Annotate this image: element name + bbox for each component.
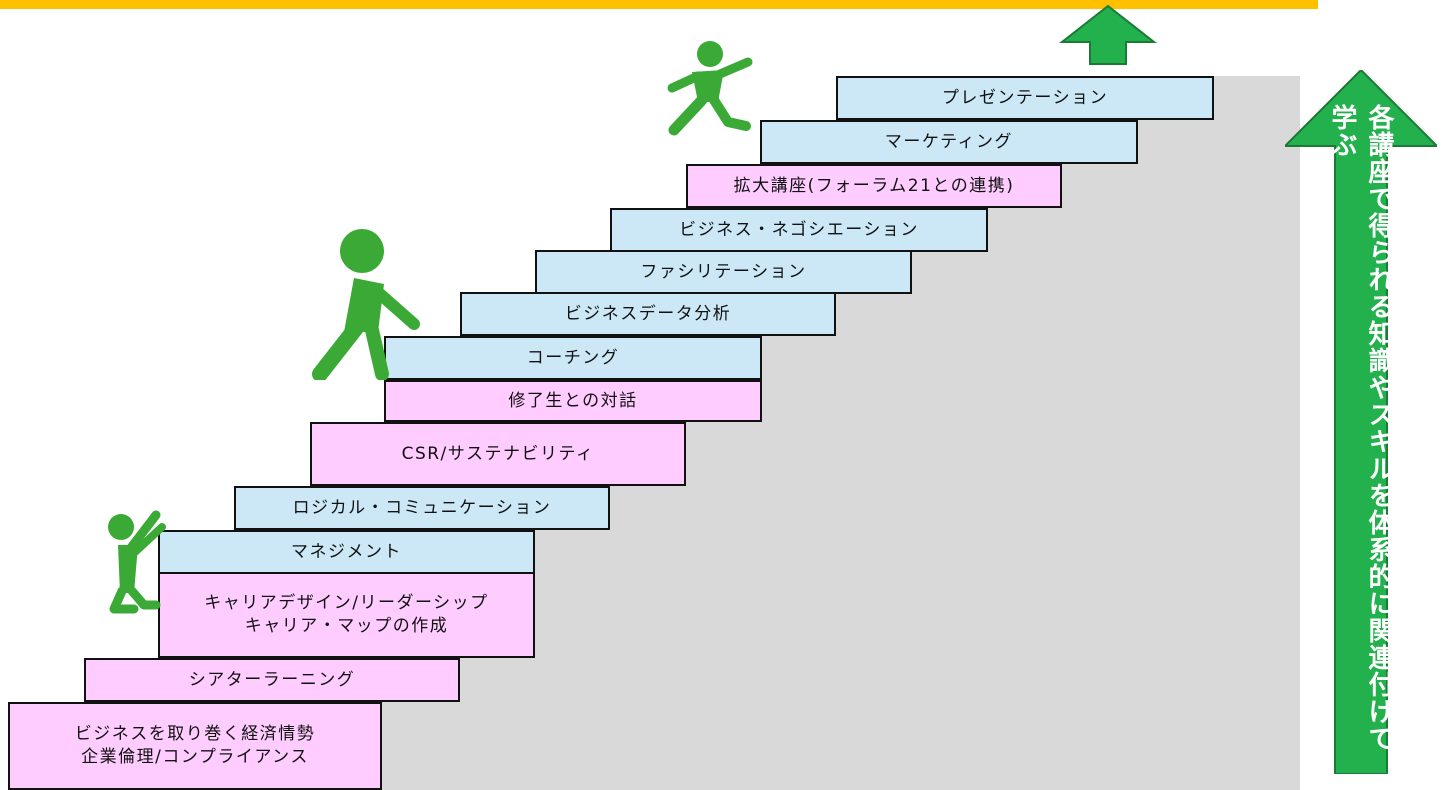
stair-step: ビジネスを取り巻く経済情勢企業倫理/コンプライアンス [8,702,382,790]
stair-step-label: ビジネスデータ分析 [564,303,732,324]
up-arrow-icon [1285,70,1437,774]
staircase-shadow [380,76,1300,790]
stair-step-label: マーケティング [884,131,1014,152]
stair-step-label: シアターラーニング [188,669,356,690]
stair-step: マネジメント [158,530,535,574]
top-accent-bar [0,0,1318,9]
stair-step: シアターラーニング [84,658,460,702]
stair-step-label: 企業倫理/コンプライアンス [81,747,309,767]
arrow-label: 各講座で得られる知識やスキルを体系的に関連付けて学ぶ [1327,104,1394,752]
stair-step-label: プレゼンテーション [941,87,1109,108]
walking-person-icon [312,229,420,380]
stair-step: ビジネス・ネゴシエーション [610,208,988,252]
stair-step-label: 拡大講座(フォーラム21との連携) [733,175,1015,196]
stair-step-label: ビジネスを取り巻く経済情勢 [74,724,316,745]
stair-step: 拡大講座(フォーラム21との連携) [686,164,1062,208]
stair-step: プレゼンテーション [836,76,1214,120]
running-person-icon [667,41,753,136]
climbing-person-icon [108,510,166,614]
stair-step-label: コーチング [526,347,620,368]
stair-step: CSR/サステナビリティ [310,422,686,486]
stair-step-label: キャリアデザイン/リーダーシップ [204,593,489,614]
stair-step: ビジネスデータ分析 [460,292,836,336]
stair-step-label: ロジカル・コミュニケーション [292,497,552,518]
stair-step: コーチング [384,336,762,380]
stair-step-label: ビジネス・ネゴシエーション [679,219,919,240]
stair-step: マーケティング [760,120,1138,164]
stair-step: キャリアデザイン/リーダーシップキャリア・マップの作成 [158,572,535,658]
stair-step-label: 修了生との対話 [508,390,638,411]
stair-step: ロジカル・コミュニケーション [234,486,610,530]
stair-step-label: ファシリテーション [640,261,807,282]
up-arrow-icon [1059,4,1157,65]
stair-step-label: キャリア・マップの作成 [244,616,449,636]
stair-step-label: CSR/サステナビリティ [401,443,595,464]
stair-step-label: マネジメント [291,541,402,562]
stair-step: 修了生との対話 [384,380,762,422]
stair-step: ファシリテーション [535,250,912,294]
